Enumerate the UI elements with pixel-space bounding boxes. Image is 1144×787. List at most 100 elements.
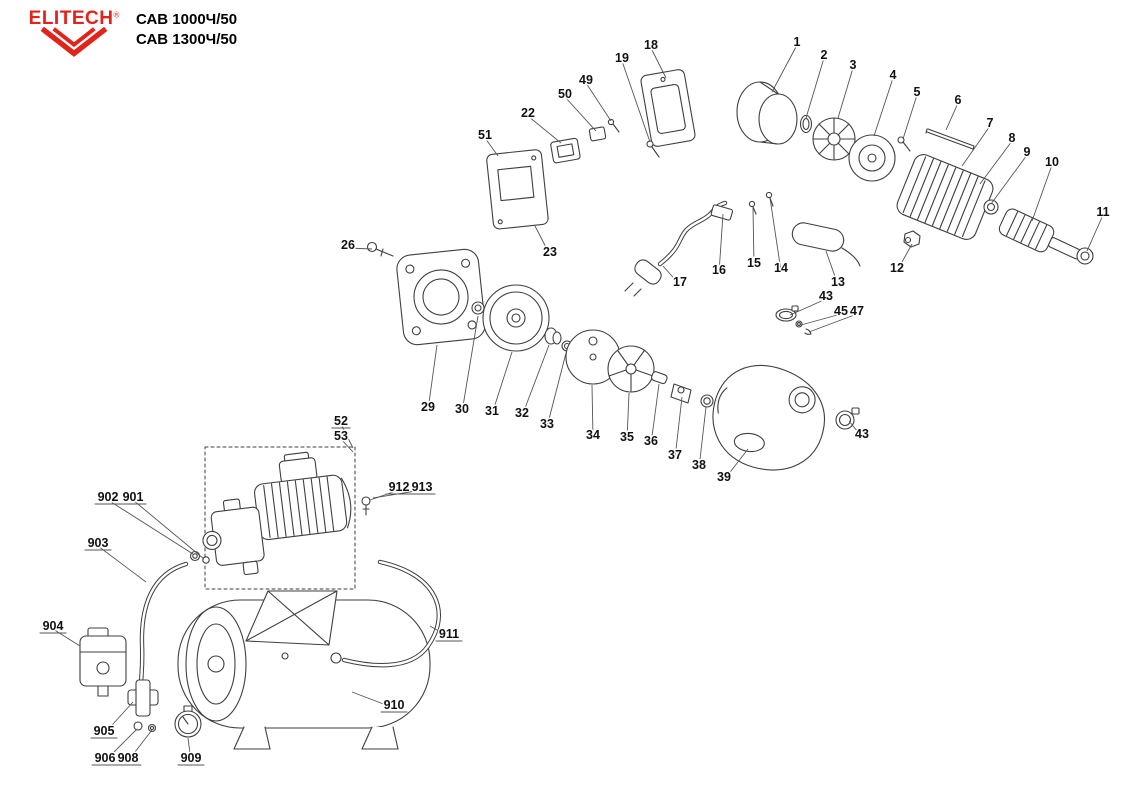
leader-line-34: [591, 384, 594, 439]
leader-line-909: [187, 737, 192, 762]
seal-32: [544, 327, 562, 345]
leader-line-13: [825, 250, 839, 286]
leader-line-49: [585, 82, 612, 122]
leader-line-30: [461, 315, 479, 413]
leader-line-43: [789, 298, 827, 316]
disc-31: [482, 284, 550, 352]
part-labels-layer: 1234567891011121314151617181949502251232…: [39, 34, 1111, 767]
fittings-901-902: [189, 550, 210, 564]
leader-line-4: [873, 77, 894, 137]
part-label-53: 53: [334, 429, 348, 443]
rotor-shaft: [998, 208, 1082, 260]
leader-line-29: [427, 344, 438, 411]
part-label-26: 26: [341, 238, 355, 252]
part-label-36: 36: [644, 434, 658, 448]
leader-line-43: [848, 420, 863, 438]
seal-ring-30: [471, 301, 485, 315]
part-label-904: 904: [43, 619, 64, 633]
pressure-tank-910: [177, 590, 431, 750]
bearing-11: [1076, 247, 1094, 265]
five-way-fitting-905: [127, 679, 159, 717]
part-label-11: 11: [1096, 205, 1109, 219]
model-line-2: САВ 1300Ч/50: [136, 31, 238, 49]
spacer-36: [651, 371, 668, 385]
part-label-47: 47: [850, 304, 864, 318]
logo-chevron-icon: [40, 27, 108, 57]
part-label-38: 38: [692, 458, 706, 472]
terminal-16: [710, 204, 734, 221]
pressure-switch-904: [79, 627, 127, 697]
part-label-33: 33: [540, 417, 554, 431]
screw-45: [795, 320, 803, 328]
leader-line-23: [534, 225, 551, 256]
elitech-logo: ELITECH®: [28, 8, 120, 57]
leader-line-37: [674, 396, 683, 459]
leader-line-18: [650, 47, 667, 79]
part-label-32: 32: [515, 406, 529, 420]
part-label-903: 903: [88, 536, 109, 550]
leader-line-39: [723, 448, 749, 481]
leader-line-38: [698, 406, 707, 469]
part-label-49: 49: [579, 73, 593, 87]
part-label-17: 17: [673, 275, 687, 289]
leader-line-14: [769, 197, 782, 272]
leader-line-36: [650, 383, 660, 445]
part-label-45: 45: [834, 304, 848, 318]
part-label-2: 2: [821, 48, 828, 62]
cover-plate: [640, 69, 696, 147]
screw-5: [897, 136, 911, 152]
part-label-50: 50: [558, 87, 572, 101]
part-label-31: 31: [485, 404, 499, 418]
fitting-908: [147, 723, 157, 733]
part-label-39: 39: [717, 470, 731, 484]
leader-line-26: [347, 247, 373, 250]
part-label-906: 906: [95, 751, 116, 765]
leader-line-913: [372, 489, 423, 499]
part-label-902: 902: [98, 490, 119, 504]
leader-line-901: [132, 499, 205, 560]
screw-15: [748, 200, 757, 215]
part-label-7: 7: [987, 116, 994, 130]
part-label-910: 910: [384, 698, 405, 712]
part-label-10: 10: [1045, 155, 1059, 169]
brand-name: ELITECH: [28, 8, 114, 29]
assembly-group-box: [204, 446, 356, 590]
pump-cover-ring: [736, 81, 798, 145]
leader-line-17: [662, 265, 681, 286]
part-label-22: 22: [521, 106, 535, 120]
leader-line-7: [961, 125, 991, 167]
part-label-34: 34: [586, 428, 600, 442]
part-label-8: 8: [1009, 131, 1016, 145]
part-label-9: 9: [1024, 145, 1031, 159]
leader-line-9: [990, 154, 1028, 205]
leader-line-51: [484, 137, 499, 157]
part-label-19: 19: [615, 51, 629, 65]
leader-line-22: [527, 115, 562, 144]
leader-line-3: [837, 67, 854, 119]
tie-rod-6: [925, 128, 975, 151]
fan-cover-4: [848, 134, 896, 182]
leader-line-1: [771, 44, 798, 93]
leader-line-905: [103, 701, 134, 735]
leader-line-19: [621, 60, 651, 143]
clamp-43-lower: [835, 407, 860, 430]
pressure-gauge-909: [174, 705, 202, 738]
washer-9: [983, 199, 999, 215]
leader-line-53: [340, 438, 354, 453]
part-label-13: 13: [831, 275, 845, 289]
part-label-912: 912: [389, 480, 410, 494]
assembled-pump-unit: [202, 451, 352, 576]
motor-stator: [896, 154, 994, 240]
hose-903: [138, 561, 189, 689]
diffuser-37: [670, 383, 692, 404]
hose-911: [341, 559, 441, 668]
pump-bracket-29: [396, 248, 486, 346]
part-label-905: 905: [94, 724, 115, 738]
part-label-51: 51: [478, 128, 492, 142]
leader-line-47: [808, 313, 858, 333]
switch-insert: [588, 126, 607, 142]
leader-line-33: [546, 352, 567, 428]
capacitor-13: [791, 222, 861, 267]
leader-line-5: [902, 94, 918, 140]
leader-line-908: [127, 729, 153, 762]
